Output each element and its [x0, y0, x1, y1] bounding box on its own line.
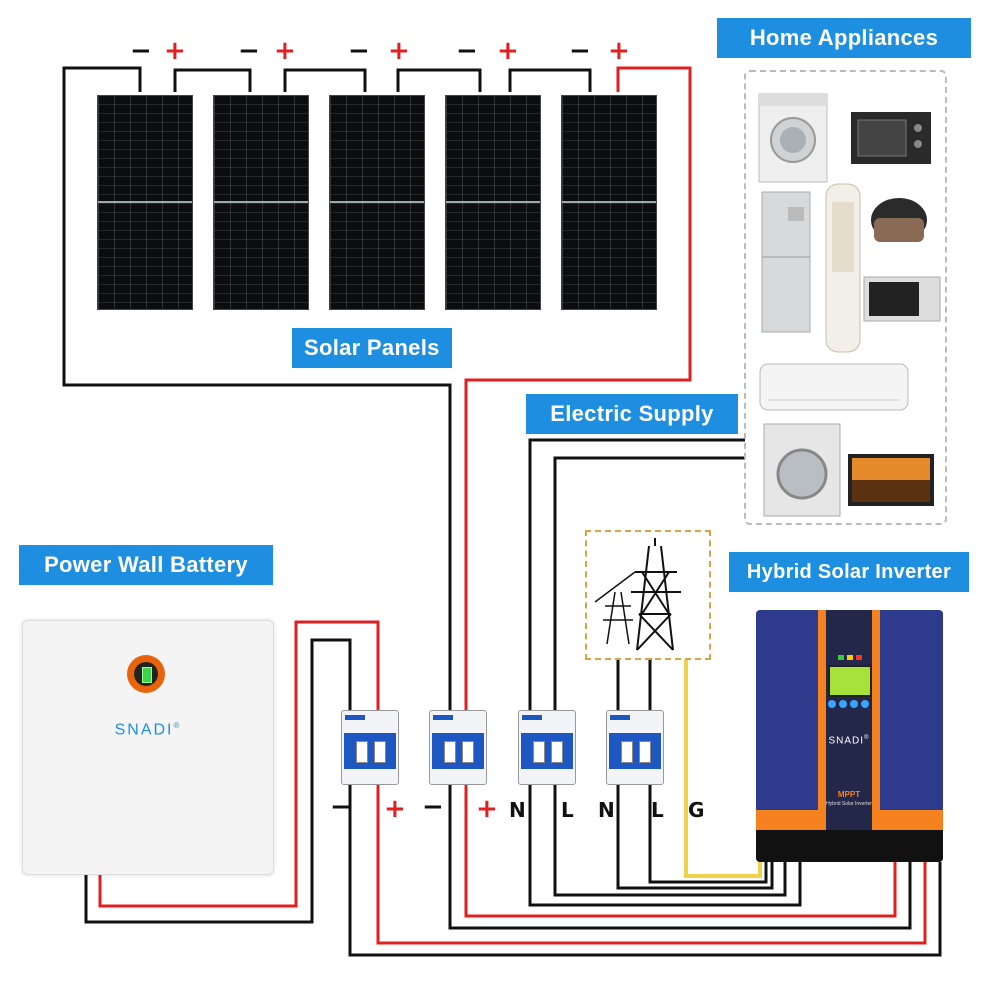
pv-neg-out-wire: [448, 785, 912, 930]
grid-l-out-wire: [648, 785, 768, 884]
refrigerator-icon: [761, 191, 811, 333]
battery-brand-text: SNADI: [114, 721, 174, 739]
grid-l-terminal: L: [651, 798, 664, 822]
inverter-accent: [756, 810, 818, 830]
supply-l-wire: [553, 456, 745, 710]
battery-neg-wire: [84, 872, 314, 924]
panel-positive-sign: +: [388, 36, 410, 66]
ground-terminal: G: [688, 798, 705, 822]
battery-breaker: [341, 710, 399, 785]
supply-n-out-wire: [528, 785, 802, 907]
solar-panel: [97, 95, 193, 310]
pv-negative-terminal: −: [422, 792, 444, 822]
solar-panel: [213, 95, 309, 310]
panel-negative-sign: −: [456, 36, 478, 66]
inverter-brand-logo: SNADI®: [816, 735, 882, 746]
battery-trademark: ®: [173, 721, 182, 730]
solar-panels-label: Solar Panels: [292, 328, 452, 368]
supply-n-wire: [528, 438, 745, 710]
utility-grid-box: [585, 530, 711, 660]
hybrid-solar-inverter-label: Hybrid Solar Inverter: [729, 552, 969, 592]
panel-positive-sign: +: [497, 36, 519, 66]
panel-negative-sign: −: [569, 36, 591, 66]
bat-neg-out-wire: [348, 785, 942, 957]
microwave-oven-icon: [851, 112, 931, 164]
inverter-base: [756, 830, 943, 862]
power-tower-icon: [594, 538, 681, 651]
solar-panel: [445, 95, 541, 310]
pv-pos-out-wire: [464, 785, 897, 918]
supply-l-out-wire: [553, 785, 787, 897]
rice-cooker-icon: [871, 198, 927, 242]
pv-breaker: [429, 710, 487, 785]
microwave-icon: [863, 276, 941, 322]
appliance-icons: [758, 93, 941, 517]
panel-jumper-wire: [508, 68, 592, 92]
grid-breaker: [606, 710, 664, 785]
pv-positive-wire: [464, 66, 692, 710]
panel-negative-sign: −: [130, 36, 152, 66]
appliances-panel: [744, 70, 947, 525]
battery-pos-up-wire: [294, 620, 380, 878]
inverter-button: [850, 700, 858, 708]
wall-air-conditioner-icon: [759, 363, 909, 411]
battery-pos-wire: [98, 872, 298, 908]
home-appliances-label: Home Appliances: [717, 18, 971, 58]
floor-air-conditioner-icon: [825, 183, 861, 353]
grid-n-terminal: N: [598, 798, 615, 822]
solar-panel: [561, 95, 657, 310]
television-icon: [848, 454, 934, 506]
battery-neg-up-wire: [310, 638, 352, 878]
pv-negative-wire: [62, 66, 452, 710]
supply-l-terminal: L: [561, 798, 574, 822]
solar-panel: [329, 95, 425, 310]
battery-negative-terminal: −: [330, 792, 352, 822]
inverter-brand-text: SNADI: [828, 735, 865, 747]
inverter-display: [828, 665, 872, 697]
inverter-button: [839, 700, 847, 708]
inverter-trademark: ®: [864, 735, 870, 741]
inverter-button: [828, 700, 836, 708]
bat-pos-out-wire: [376, 785, 927, 945]
supply-breaker: [518, 710, 576, 785]
battery-level-icon: [127, 655, 165, 693]
ground-wire: [684, 660, 762, 878]
panel-jumper-wire: [396, 68, 482, 92]
supply-n-terminal: N: [509, 798, 526, 822]
hybrid-solar-inverter: SNADI® MPPT Hybrid Solar Inverter: [756, 610, 943, 862]
inverter-accent: [880, 810, 943, 830]
panel-positive-sign: +: [608, 36, 630, 66]
panel-negative-sign: −: [348, 36, 370, 66]
panel-positive-sign: +: [164, 36, 186, 66]
electric-supply-label: Electric Supply: [526, 394, 738, 434]
washing-machine-icon: [758, 93, 828, 183]
panel-negative-sign: −: [238, 36, 260, 66]
panel-positive-sign: +: [274, 36, 296, 66]
battery-positive-terminal: +: [384, 794, 406, 824]
panel-jumper-wire: [173, 68, 252, 92]
inverter-subtitle: Hybrid Solar Inverter: [826, 801, 872, 807]
panel-jumper-wire: [283, 68, 367, 92]
pv-positive-terminal: +: [476, 794, 498, 824]
battery-brand-logo: SNADI®: [23, 721, 273, 739]
front-load-washer-icon: [763, 423, 841, 517]
inverter-mppt-text: MPPT: [837, 790, 861, 799]
power-wall-battery-label: Power Wall Battery: [19, 545, 273, 585]
inverter-button: [861, 700, 869, 708]
power-wall-battery: SNADI®: [22, 620, 274, 875]
grid-n-out-wire: [616, 785, 774, 890]
